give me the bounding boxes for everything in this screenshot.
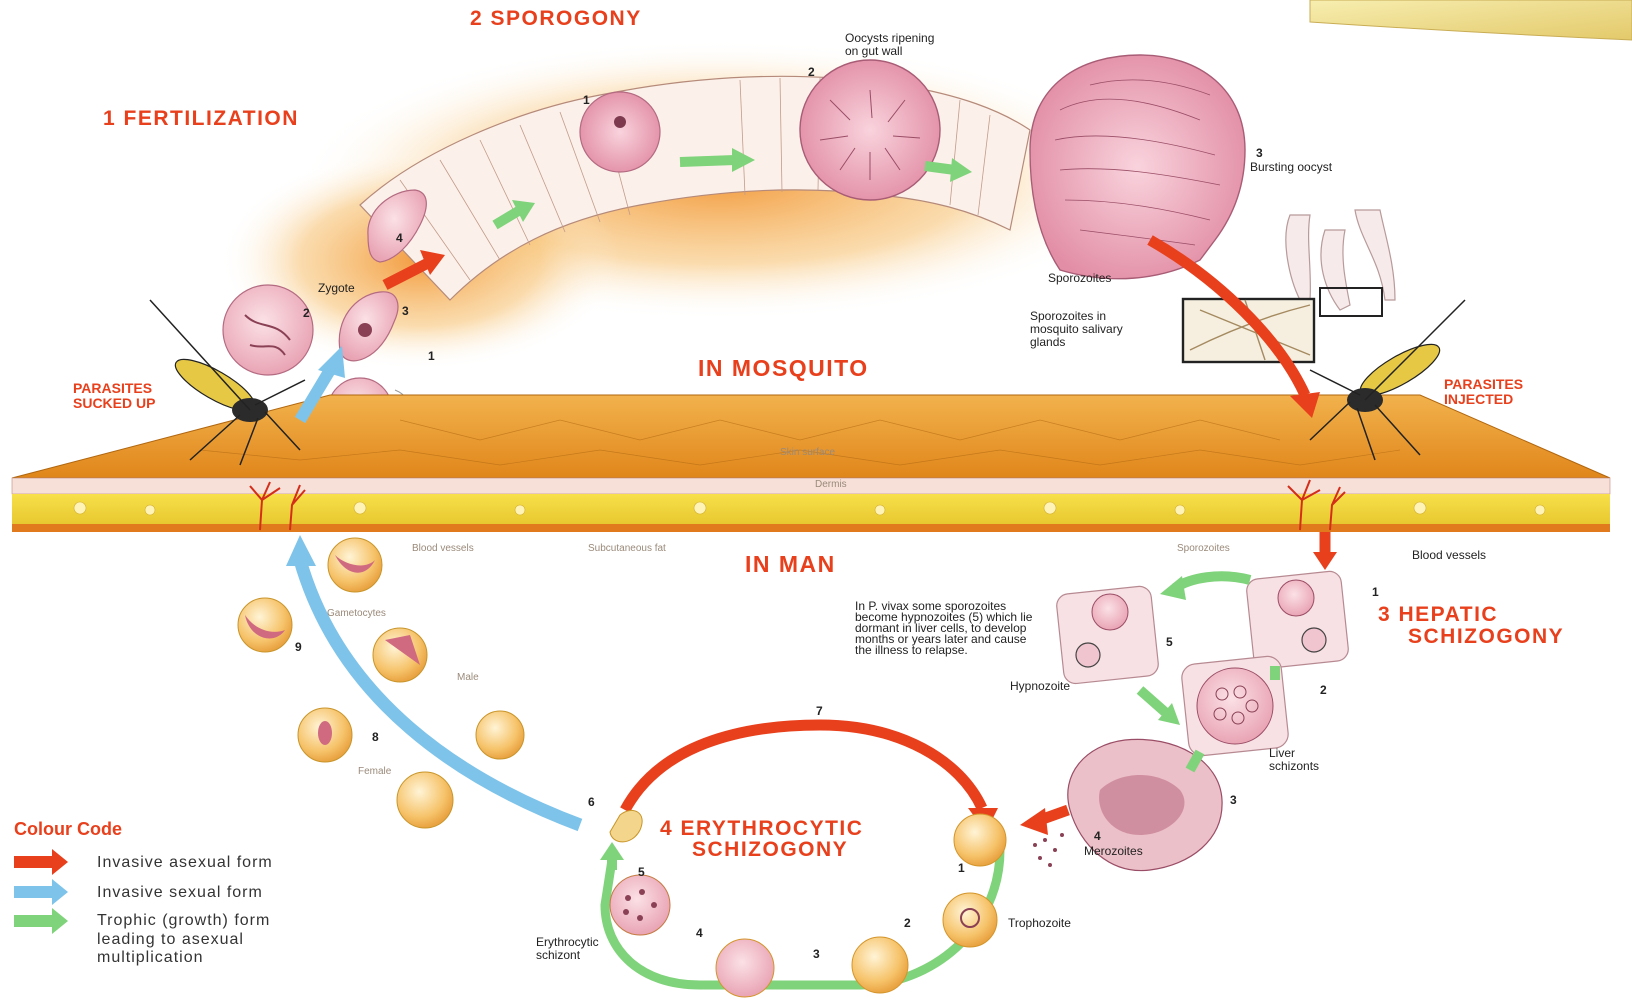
num-ery-2: 2 <box>904 916 911 930</box>
label-liver-schizonts-1: Liver <box>1269 746 1295 760</box>
legend-arrow-asexual-icon <box>14 849 68 875</box>
liver-cell-1 <box>1246 570 1350 669</box>
label-parasites-sucked-1: PARASITES <box>73 380 152 396</box>
label-blood-vessels-left: Blood vessels <box>412 543 474 554</box>
oocyst-small <box>580 92 660 172</box>
legend-label-trophic-2: leading to asexual <box>97 931 244 948</box>
label-zygote: Zygote <box>318 281 355 295</box>
num-hep-3: 3 <box>1230 793 1237 807</box>
zygote-nucleus <box>358 323 372 337</box>
rbc-erythro-schizont <box>610 875 670 935</box>
rbc-3 <box>852 937 908 993</box>
legend-item-asexual: Invasive asexual form <box>14 849 273 875</box>
label-dermis: Dermis <box>815 479 847 490</box>
heading-fertilization: 1 FERTILIZATION <box>103 107 299 130</box>
rbc-trophozoite <box>943 893 997 947</box>
legend-item-sexual: Invasive sexual form <box>14 879 263 905</box>
gametocyte-9 <box>238 598 292 652</box>
heading-hepatic-2: SCHIZOGONY <box>1408 625 1564 648</box>
label-sporozoites-top: Sporozoites <box>1048 271 1111 285</box>
label-hypnozoite: Hypnozoite <box>1010 679 1070 693</box>
rbc-8-inclusion <box>318 721 332 745</box>
rbc-1 <box>954 814 1006 866</box>
label-salivary-3: glands <box>1030 335 1065 349</box>
num-ery-5: 5 <box>638 865 645 879</box>
label-bursting-num: 3 <box>1256 146 1263 160</box>
label-parasites-injected-2: INJECTED <box>1444 391 1513 407</box>
arrow-erythro-up-green <box>600 842 624 870</box>
label-male: Male <box>457 672 479 683</box>
num-fert-3: 3 <box>402 304 409 318</box>
legend-label-trophic-1: Trophic (growth) form <box>97 912 270 929</box>
label-parasites-injected-1: PARASITES <box>1444 376 1523 392</box>
bursting-oocyst <box>1030 55 1245 279</box>
heading-hepatic-1: 3 HEPATIC <box>1378 603 1498 626</box>
num-ery-1: 1 <box>958 861 965 875</box>
label-merozoites: Merozoites <box>1084 844 1143 858</box>
legend-arrow-sexual-icon <box>14 879 68 905</box>
heading-erythro-2: SCHIZOGONY <box>692 838 848 861</box>
heading-in-mosquito: IN MOSQUITO <box>698 355 869 381</box>
erythro-arrow-red <box>625 725 982 810</box>
arrow-skin-to-liver-red <box>1313 532 1337 570</box>
num-ery-9: 9 <box>295 640 302 654</box>
num-fert-4: 4 <box>396 231 403 245</box>
label-parasites-sucked-2: SUCKED UP <box>73 395 155 411</box>
corner-decoration <box>1310 0 1632 40</box>
legend-label-trophic-3: multiplication <box>97 949 203 966</box>
arrow-merozoites-red <box>1020 808 1068 835</box>
num-hep-4: 4 <box>1094 829 1101 843</box>
salivary-glands <box>1286 210 1395 310</box>
num-spor-2: 2 <box>808 65 815 79</box>
num-fert-1: 1 <box>428 349 435 363</box>
arrow-hypnozoite-green <box>1160 576 1250 600</box>
legend-title: Colour Code <box>14 819 122 839</box>
label-sporozoites-bottom: Sporozoites <box>1177 543 1230 554</box>
num-ery-6: 6 <box>588 795 595 809</box>
label-liver-schizonts-2: schizonts <box>1269 759 1319 773</box>
rbc-female-top <box>476 711 524 759</box>
label-erythro-schizont-2: schizont <box>536 948 581 962</box>
num-ery-3: 3 <box>813 947 820 961</box>
label-blood-vessels-right: Blood vessels <box>1412 548 1486 562</box>
gametocyte-male <box>373 628 427 682</box>
label-salivary-1: Sporozoites in <box>1030 309 1106 323</box>
num-hep-5: 5 <box>1166 635 1173 649</box>
num-hep-1: 1 <box>1372 585 1379 599</box>
label-gametocytes: Gametocytes <box>327 608 386 619</box>
label-bursting-oocyst: Bursting oocyst <box>1250 160 1333 174</box>
rbc-ruptured <box>610 810 642 841</box>
heading-in-man: IN MAN <box>745 551 836 577</box>
liver-cell-hypnozoite <box>1056 585 1160 684</box>
num-ery-8: 8 <box>372 730 379 744</box>
label-skin-surface: Skin surface <box>780 447 835 458</box>
label-oocysts-1: Oocysts ripening <box>845 31 934 45</box>
label-female: Female <box>358 766 392 777</box>
legend-label-sexual: Invasive sexual form <box>97 884 263 901</box>
num-ery-7: 7 <box>816 704 823 718</box>
label-oocysts-2: on gut wall <box>845 44 902 58</box>
rbc-4 <box>716 939 774 997</box>
oocyst-small-nucleus <box>614 116 626 128</box>
legend-item-trophic: Trophic (growth) form leading to asexual… <box>14 908 270 966</box>
arrow-hypno-to-schizont-green <box>1140 690 1180 725</box>
num-fert-2: 2 <box>303 306 310 320</box>
legend-arrow-trophic-icon <box>14 908 68 934</box>
rbc-female <box>397 772 453 828</box>
label-hypno-note-5: the illness to relapse. <box>855 643 968 657</box>
label-subcutaneous: Subcutaneous fat <box>588 543 666 554</box>
heading-erythro-1: 4 ERYTHROCYTIC <box>660 817 863 840</box>
legend-label-asexual: Invasive asexual form <box>97 854 273 871</box>
label-erythro-schizont-1: Erythrocytic <box>536 935 599 949</box>
cell-fert-2 <box>223 285 313 375</box>
num-spor-1: 1 <box>583 93 590 107</box>
label-trophozoite: Trophozoite <box>1008 916 1071 930</box>
merozoite-dots <box>1033 833 1064 867</box>
label-salivary-2: mosquito salivary <box>1030 322 1123 336</box>
num-ery-4: 4 <box>696 926 703 940</box>
heading-sporogony: 2 SPOROGONY <box>470 7 642 30</box>
num-hep-2: 2 <box>1320 683 1327 697</box>
